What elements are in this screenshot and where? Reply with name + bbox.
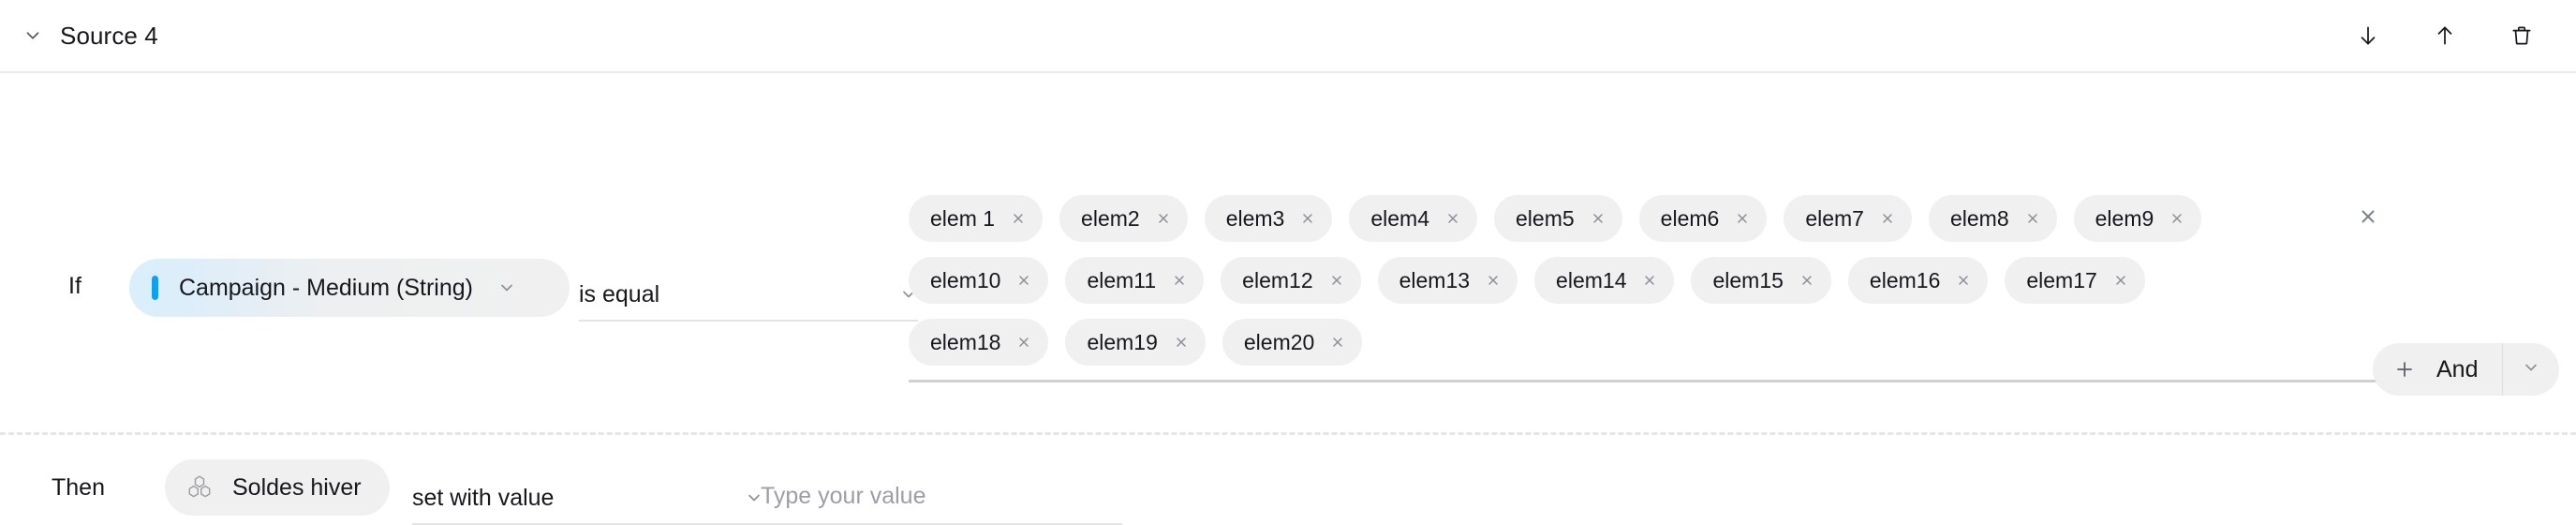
value-chip-label: elem 1 xyxy=(930,205,996,231)
value-chip: elem18 xyxy=(909,319,1049,366)
plus-icon xyxy=(2393,358,2416,381)
close-icon[interactable] xyxy=(1015,272,1032,289)
move-down-button[interactable] xyxy=(2349,17,2387,54)
value-chip-label: elem15 xyxy=(1712,267,1784,292)
value-chip-label: elem5 xyxy=(1516,205,1575,231)
value-chip: elem10 xyxy=(909,257,1049,304)
value-chip-label: elem6 xyxy=(1660,205,1720,231)
value-chip: elem15 xyxy=(1691,257,1831,304)
condition-field-select[interactable]: Campaign - Medium (String) xyxy=(129,259,570,317)
action-segment-label: Soldes hiver xyxy=(232,473,362,501)
close-icon[interactable] xyxy=(1171,272,1188,289)
close-icon[interactable] xyxy=(1328,272,1345,289)
close-icon[interactable] xyxy=(2024,210,2041,227)
and-button-divider xyxy=(2502,343,2504,396)
segment-hexagons-icon xyxy=(185,473,214,502)
value-chip: elem4 xyxy=(1349,195,1478,242)
value-chip-label: elem2 xyxy=(1081,205,1140,231)
value-chip-label: elem7 xyxy=(1805,205,1864,231)
clear-all-values-button[interactable] xyxy=(2352,202,2384,234)
if-keyword-label: If xyxy=(68,273,81,299)
value-chip: elem5 xyxy=(1494,195,1622,242)
close-icon[interactable] xyxy=(1641,272,1658,289)
close-icon[interactable] xyxy=(1155,210,1172,227)
close-icon[interactable] xyxy=(1010,210,1027,227)
arrow-down-icon xyxy=(2356,23,2380,48)
value-chip-label: elem19 xyxy=(1087,329,1158,354)
and-dropdown-toggle[interactable] xyxy=(2503,343,2559,396)
close-icon[interactable] xyxy=(2169,210,2185,227)
value-chip-label: elem10 xyxy=(930,267,1001,292)
arrow-up-icon xyxy=(2433,23,2457,48)
add-and-condition-main[interactable]: And xyxy=(2373,343,2502,396)
chevron-down-icon xyxy=(899,285,918,320)
value-chip: elem16 xyxy=(1847,257,1989,304)
value-chip: elem7 xyxy=(1784,195,1912,242)
card-body: If Campaign - Medium (String) is equal e… xyxy=(0,73,2576,525)
condition-values-field[interactable]: elem 1 elem2 elem3 elem4 elem5 elem6 elem7 elem… xyxy=(909,184,2384,382)
chevron-down-icon[interactable] xyxy=(17,20,49,52)
value-chip: elem13 xyxy=(1377,257,1518,304)
card-header: Source 4 xyxy=(0,0,2576,73)
add-and-condition-label: And xyxy=(2436,355,2479,382)
chevron-down-icon xyxy=(497,278,516,297)
value-chip: elem8 xyxy=(1928,195,2057,242)
close-icon[interactable] xyxy=(1799,272,1815,289)
value-chip-label: elem13 xyxy=(1399,267,1471,292)
condition-operator-value: is equal xyxy=(579,281,660,308)
close-icon[interactable] xyxy=(1879,210,1896,227)
then-keyword-label: Then xyxy=(52,474,105,501)
condition-values-chip-list: elem 1 elem2 elem3 elem4 elem5 elem6 elem7 elem… xyxy=(909,184,2248,366)
close-icon[interactable] xyxy=(1173,334,1190,351)
value-chip: elem19 xyxy=(1065,319,1206,366)
value-chip-label: elem9 xyxy=(2095,205,2154,231)
value-chip-label: elem4 xyxy=(1370,205,1430,231)
close-icon xyxy=(2358,206,2378,232)
add-and-condition-button[interactable]: And xyxy=(2373,343,2560,396)
value-chip: elem11 xyxy=(1065,257,1205,304)
condition-operator-select[interactable]: is equal xyxy=(579,265,918,322)
page-title: Source 4 xyxy=(60,22,158,50)
value-chip: elem12 xyxy=(1221,257,1361,304)
value-chip: elem20 xyxy=(1221,319,1363,366)
close-icon[interactable] xyxy=(1444,210,1461,227)
value-chip: elem6 xyxy=(1638,195,1768,242)
value-chip-label: elem20 xyxy=(1243,329,1315,354)
close-icon[interactable] xyxy=(2112,272,2129,289)
value-chip-label: elem12 xyxy=(1242,267,1313,292)
close-icon[interactable] xyxy=(1734,210,1751,227)
delete-button[interactable] xyxy=(2503,17,2540,54)
close-icon[interactable] xyxy=(1590,210,1606,227)
value-chip-label: elem17 xyxy=(2026,267,2097,292)
close-icon[interactable] xyxy=(1015,334,1032,351)
header-actions xyxy=(2349,17,2540,54)
value-chip-label: elem18 xyxy=(930,329,1001,354)
condition-field-label: Campaign - Medium (String) xyxy=(179,274,473,301)
value-chip: elem9 xyxy=(2073,195,2202,242)
field-accent-bar xyxy=(152,276,158,300)
close-icon[interactable] xyxy=(1485,272,1502,289)
value-chip: elem17 xyxy=(2005,257,2145,304)
value-chip-label: elem8 xyxy=(1949,205,2009,231)
move-up-button[interactable] xyxy=(2426,17,2464,54)
value-chip-label: elem16 xyxy=(1869,267,1941,292)
close-icon[interactable] xyxy=(1299,210,1316,227)
action-segment-select[interactable]: Soldes hiver xyxy=(165,459,390,516)
value-chip: elem2 xyxy=(1059,195,1188,242)
value-chip: elem 1 xyxy=(909,195,1044,242)
action-value-field[interactable] xyxy=(761,471,1122,525)
value-chip-label: elem14 xyxy=(1556,267,1627,292)
value-chip: elem3 xyxy=(1204,195,1333,242)
value-chip: elem14 xyxy=(1534,257,1675,304)
close-icon[interactable] xyxy=(1329,334,1346,351)
action-operation-select[interactable]: set with value xyxy=(412,471,763,525)
section-divider xyxy=(0,432,2576,435)
action-operation-value: set with value xyxy=(412,485,555,511)
trash-icon xyxy=(2509,23,2534,48)
value-chip-label: elem3 xyxy=(1225,205,1285,231)
chevron-down-icon xyxy=(2522,358,2540,382)
close-icon[interactable] xyxy=(1955,272,1972,289)
action-value-input[interactable] xyxy=(761,483,1122,523)
value-chip-label: elem11 xyxy=(1087,267,1157,292)
